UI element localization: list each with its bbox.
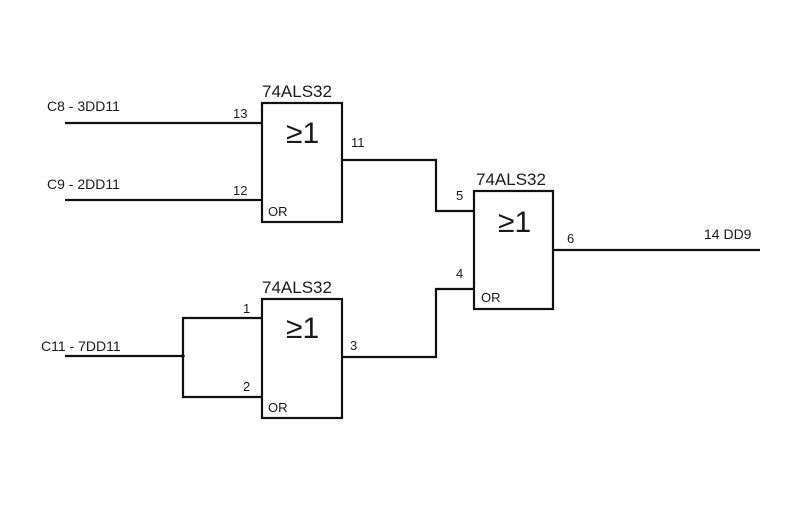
gate-u3-type-label: OR xyxy=(481,290,501,305)
gate-u1: 74ALS32 ≥1 OR 13 12 11 xyxy=(65,82,365,224)
net-label-output: 14 DD9 xyxy=(704,226,752,242)
gate-u2-part-label: 74ALS32 xyxy=(262,278,332,297)
gate-u3-pin-4: 4 xyxy=(456,266,463,281)
gate-u2-pin-3: 3 xyxy=(350,338,357,353)
gate-u1-type-label: OR xyxy=(268,204,288,219)
gate-u3-pin-5: 5 xyxy=(456,188,463,203)
gate-u2: 74ALS32 ≥1 OR 1 2 3 xyxy=(65,278,357,420)
gate-u1-part-label: 74ALS32 xyxy=(262,82,332,101)
gate-u1-pin-11: 11 xyxy=(351,135,365,150)
gate-u2-type-label: OR xyxy=(268,400,288,415)
net-label-c11: C11 - 7DD11 xyxy=(41,338,121,354)
gate-u3-part-label: 74ALS32 xyxy=(476,170,546,189)
gate-u2-symbol: ≥1 xyxy=(286,312,319,345)
wire-u2-out-to-u3-pin4 xyxy=(342,287,474,359)
gate-u3: 74ALS32 ≥1 OR 5 4 6 xyxy=(456,170,760,311)
gate-u1-pin-13: 13 xyxy=(233,106,247,121)
gate-u3-pin-6: 6 xyxy=(567,231,574,246)
gate-u2-pin-1: 1 xyxy=(243,301,250,316)
wire-u1-out-to-u3-pin5 xyxy=(342,158,474,213)
gate-u2-pin-2: 2 xyxy=(243,379,250,394)
gate-u1-body xyxy=(260,101,344,224)
net-label-c8: C8 - 3DD11 xyxy=(47,98,120,114)
gate-u1-pin-12: 12 xyxy=(233,183,247,198)
gate-u2-body xyxy=(260,297,344,420)
net-label-c9: C9 - 2DD11 xyxy=(47,176,120,192)
junction-dot xyxy=(181,354,185,358)
gate-u1-symbol: ≥1 xyxy=(286,117,319,150)
gate-u3-symbol: ≥1 xyxy=(498,206,531,239)
